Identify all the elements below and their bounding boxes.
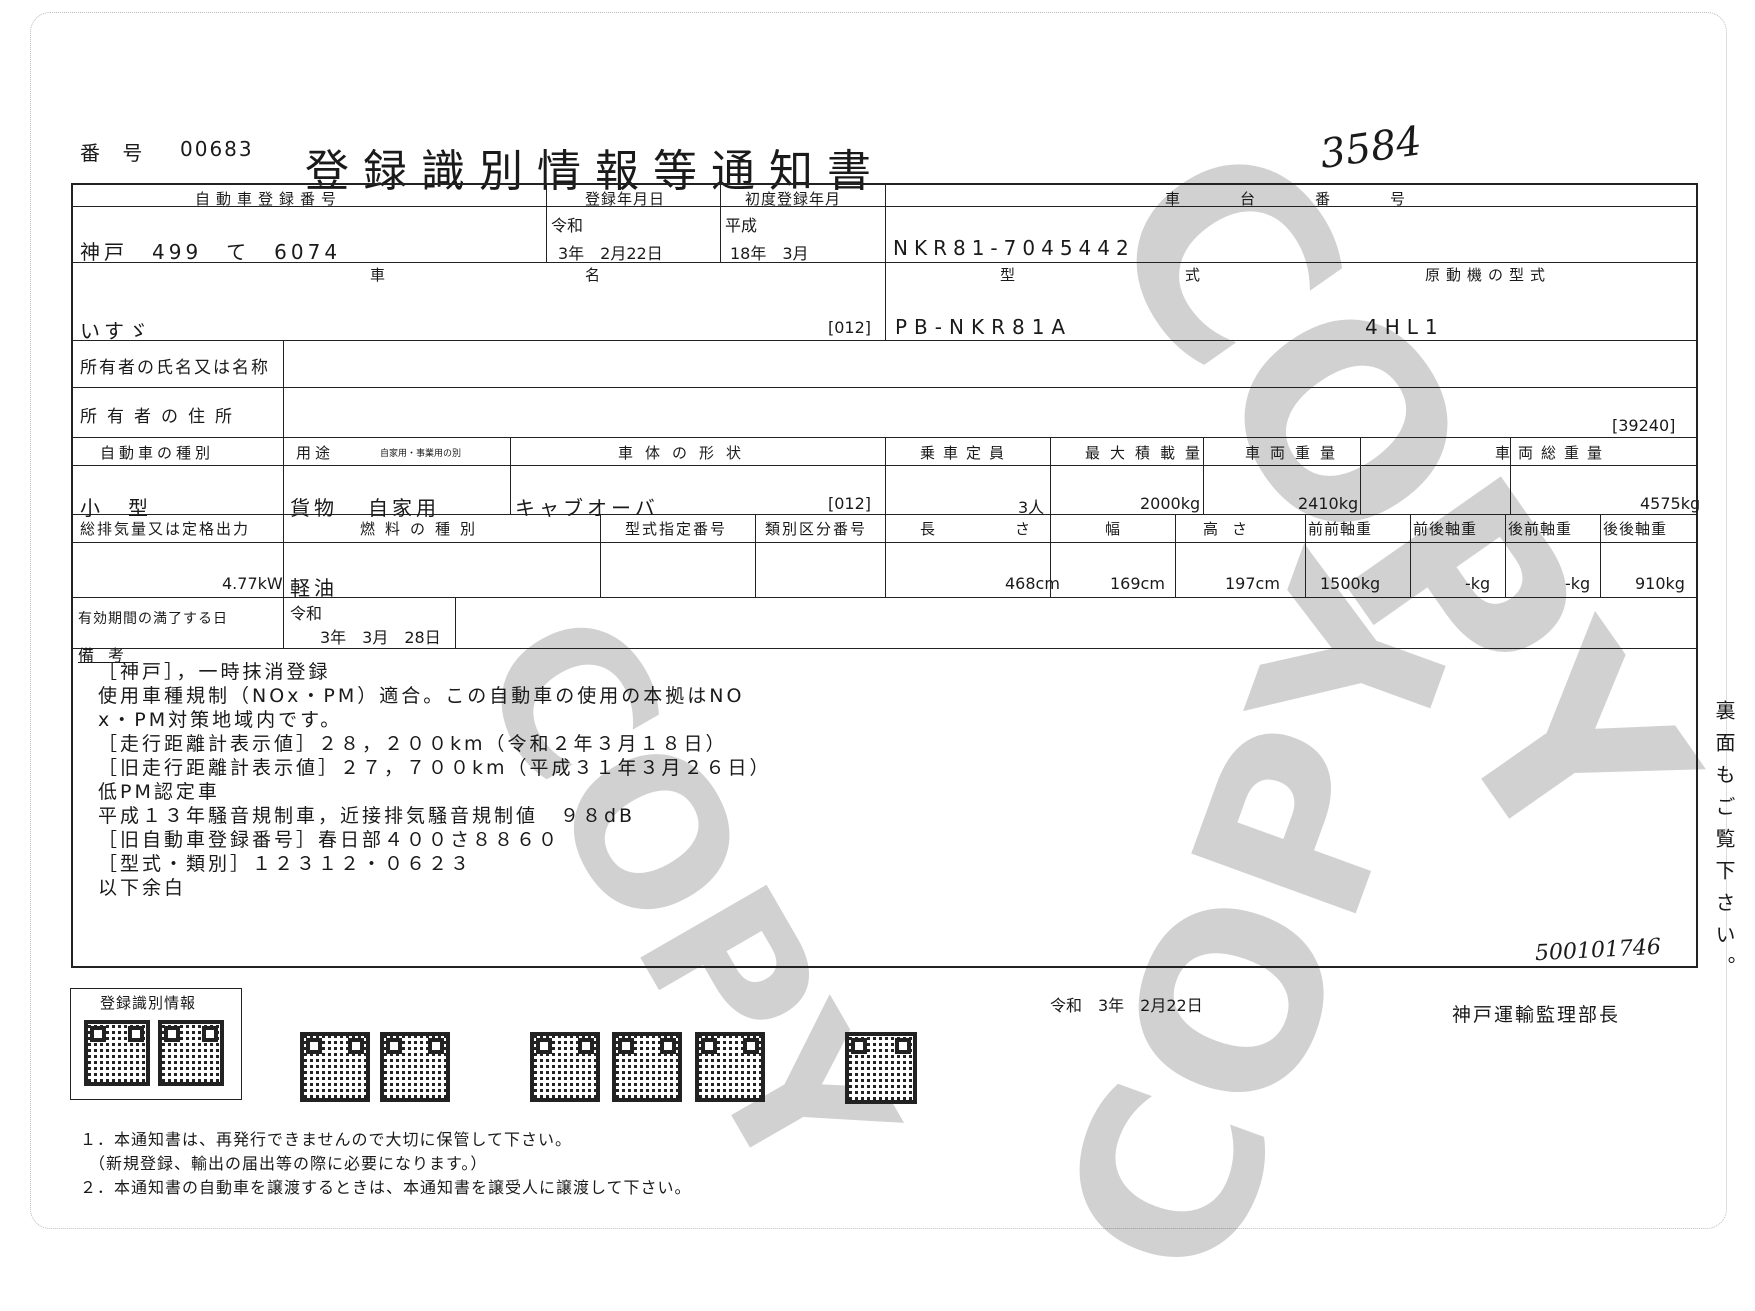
vehicle-name: いすゞ — [80, 319, 152, 343]
engine-model: 4HL1 — [1365, 315, 1445, 339]
caption-max-load: 最大積載量 — [1085, 444, 1211, 462]
model-code: [012] — [828, 318, 872, 337]
caption-length: 長さ — [920, 520, 1111, 538]
side-note: 裏面もご覧下さい。 — [1712, 700, 1736, 988]
private-business: 自家用 — [368, 496, 440, 520]
remarks-block: ［神戸］，一時抹消登録 使用車種規制（NOx・PM）適合。この自動車の使用の本拠… — [98, 660, 772, 900]
gross-weight: 4575kg — [1640, 494, 1701, 513]
capacity: 3人 — [1018, 498, 1045, 517]
vehicle-type: 小 型 — [80, 496, 152, 520]
registration-date: 3年 2月22日 — [558, 244, 663, 263]
remarks-line: ［型式・類別］１２３１２・０６２３ — [98, 853, 473, 875]
address-code: [39240] — [1612, 416, 1676, 435]
remarks-line: ［旧自動車登録番号］春日部４００さ８８６０ — [98, 829, 561, 851]
caption-registration-date: 登録年月日 — [585, 190, 666, 208]
issuer: 神戸運輸監理部長 — [1452, 1004, 1621, 1026]
caption-height: 高さ — [1203, 520, 1262, 538]
caption-registration-no: 自動車登録番号 — [195, 190, 343, 208]
caption-vehicle-weight: 車両重量 — [1245, 444, 1346, 462]
chassis-no: NKR81-7045442 — [893, 236, 1135, 260]
length: 468cm — [1005, 574, 1060, 593]
remarks-line: 低PM認定車 — [98, 781, 220, 803]
rear-front-axle: -kg — [1565, 574, 1591, 593]
qr-box — [70, 988, 242, 1100]
caption-rear-rear-axle: 後後軸重 — [1603, 520, 1668, 538]
document-number: 00683 — [180, 137, 254, 161]
remarks-line: ［旧走行距離計表示値］２７，７００km（平成３１年３月２６日） — [98, 757, 772, 779]
registration-table — [71, 183, 1698, 968]
caption-vehicle-type: 自動車の種別 — [100, 444, 215, 462]
caption-front-rear-axle: 前後軸重 — [1413, 520, 1478, 538]
expiry-date: 3年 3月 28日 — [320, 628, 441, 647]
registration-era: 令和 — [551, 216, 584, 235]
qr-code — [300, 1032, 370, 1102]
caption-owner-name: 所有者の氏名又は名称 — [80, 358, 270, 378]
expiry-era: 令和 — [290, 604, 323, 623]
document-number-label: 番 号 — [80, 141, 151, 165]
body-code: [012] — [828, 494, 872, 513]
use: 貨物 — [290, 496, 338, 520]
caption-model: 型式 — [1000, 266, 1371, 284]
remarks-line: 使用車種規制（NOx・PM）適合。この自動車の使用の本拠はNO — [98, 685, 745, 707]
caption-front-front-axle: 前前軸重 — [1308, 520, 1373, 538]
qr-code — [84, 1020, 150, 1086]
qr-code — [158, 1020, 224, 1086]
caption-type-designation-no: 型式指定番号 — [625, 520, 728, 538]
caption-private-business: 自家用・事業用の別 — [380, 449, 462, 459]
caption-expiry: 有効期間の満了する日 — [78, 611, 228, 627]
caption-chassis-no: 車台番号 — [1165, 190, 1466, 208]
caption-remarks: 備考 — [78, 646, 139, 665]
caption-rear-front-axle: 後前軸重 — [1508, 520, 1573, 538]
document-title: 登録識別情報等通知書 — [305, 146, 885, 197]
model: PB-NKR81A — [895, 315, 1073, 339]
front-rear-axle: -kg — [1465, 574, 1491, 593]
caption-fuel-type: 燃料の種別 — [360, 520, 486, 538]
qr-code — [530, 1032, 600, 1102]
qr-code — [695, 1032, 765, 1102]
qr-box-label: 登録識別情報 — [100, 994, 197, 1012]
caption-vehicle-name: 車名 — [370, 266, 801, 284]
remarks-line: x・PM対策地域内です。 — [98, 709, 343, 731]
caption-gross-weight: 車両総重量 — [1495, 444, 1611, 462]
fuel-type: 軽油 — [290, 576, 338, 600]
remarks-line: 平成１３年騒音規制車，近接排気騒音規制値 ９８dB — [98, 805, 636, 827]
remarks-line: ［走行距離計表示値］２８，２００km（令和２年３月１８日） — [98, 733, 728, 755]
issue-date: 令和 3年 2月22日 — [1050, 996, 1203, 1015]
caption-category-no: 類別区分番号 — [765, 520, 868, 538]
vehicle-weight: 2410kg — [1298, 494, 1359, 513]
caption-displacement: 総排気量又は定格出力 — [80, 520, 251, 538]
first-registration-date: 18年 3月 — [730, 244, 809, 263]
caption-engine-model: 原動機の型式 — [1425, 266, 1552, 284]
qr-code — [845, 1032, 917, 1104]
qr-code — [612, 1032, 682, 1102]
registration-no: 神戸 499 て 6074 — [80, 240, 342, 264]
rear-rear-axle: 910kg — [1635, 574, 1685, 593]
remarks-line: ［神戸］，一時抹消登録 — [98, 661, 331, 683]
footer-note: ２．本通知書の自動車を譲渡するときは、本通知書を譲受人に譲渡して下さい。 — [80, 1178, 692, 1197]
height: 197cm — [1225, 574, 1280, 593]
document-frame — [30, 12, 1727, 1229]
footer-note: １．本通知書は、再発行できませんので大切に保管して下さい。 — [80, 1130, 573, 1149]
max-load: 2000kg — [1140, 494, 1201, 513]
caption-body-shape: 車体の形状 — [618, 444, 754, 462]
body-shape: キャブオーバ — [515, 496, 659, 520]
displacement: 4.77kW — [222, 574, 283, 593]
caption-width: 幅 — [1105, 520, 1127, 538]
caption-owner-address: 所有者の住所 — [80, 407, 242, 427]
footer-note: （新規登録、輸出の届出等の際に必要になります。） — [80, 1154, 488, 1173]
caption-first-registration: 初度登録年月 — [745, 190, 842, 208]
qr-code — [380, 1032, 450, 1102]
remarks-line: 以下余白 — [98, 877, 187, 899]
first-registration-era: 平成 — [725, 216, 758, 235]
front-front-axle: 1500kg — [1320, 574, 1381, 593]
caption-capacity: 乗車定員 — [920, 444, 1013, 462]
width: 169cm — [1110, 574, 1165, 593]
caption-use: 用途 — [296, 444, 335, 462]
